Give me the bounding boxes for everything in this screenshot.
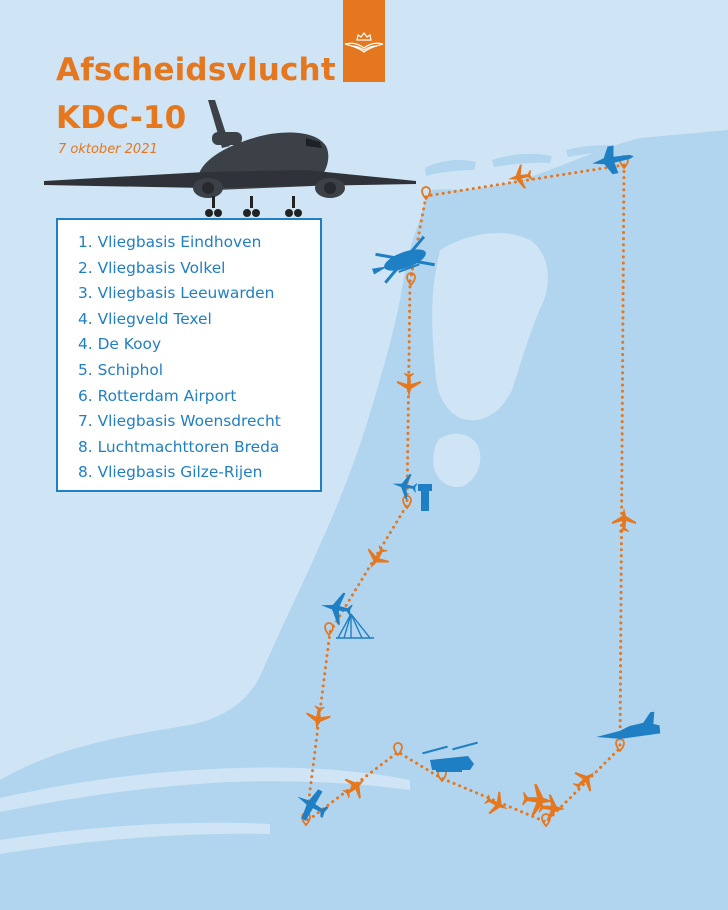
- netherlands-land: [0, 130, 728, 910]
- legend-item: 7. Vliegbasis Woensdrecht: [78, 412, 281, 431]
- legend-item: 2. Vliegbasis Volkel: [78, 258, 226, 277]
- legend-item: 6. Rotterdam Airport: [78, 386, 237, 405]
- plane-direction-icon: [306, 705, 331, 730]
- legend-item: 5. Schiphol: [78, 360, 164, 379]
- wadden-island-2: [492, 153, 552, 167]
- wadden-island-1: [425, 160, 476, 176]
- legend-item: 4. Vliegveld Texel: [78, 309, 212, 328]
- plane-direction-icon: [508, 164, 533, 189]
- flight-date: 7 oktober 2021: [58, 142, 158, 157]
- poster-title: Afscheidsvlucht: [56, 52, 336, 88]
- zeeland-water-1: [0, 767, 410, 812]
- legend-item: 8. Luchtmachttoren Breda: [78, 437, 280, 456]
- plane-direction-icon: [367, 545, 390, 569]
- legend-item: 1. Vliegbasis Eindhoven: [78, 233, 262, 251]
- chinook-icon: [422, 741, 478, 772]
- ijsselmeer: [432, 233, 548, 421]
- poster-subtitle: KDC-10: [56, 100, 187, 136]
- fighter-jet-icon: [592, 145, 634, 175]
- kdc10-aircraft: [44, 100, 416, 217]
- legend-item: 3. Vliegbasis Leeuwarden: [78, 284, 275, 303]
- plane-direction-icon: [397, 373, 421, 397]
- helicopter-icon: [372, 235, 435, 284]
- legend-item: 4. De Kooy: [78, 335, 162, 354]
- control-tower-icon: [418, 484, 432, 511]
- zeeland-water-2: [0, 822, 270, 854]
- route-legend: 1. Vliegbasis Eindhoven 2. Vliegbasis Vo…: [56, 218, 322, 492]
- plane-formation-icon: [521, 784, 566, 821]
- air-force-emblem-icon: [344, 32, 384, 53]
- markermeer: [433, 433, 481, 488]
- plane-direction-icon: [612, 508, 636, 532]
- wadden-island-3: [566, 145, 618, 157]
- plane-direction-icon: [572, 772, 595, 792]
- passenger-plane-icon: [392, 474, 418, 500]
- propeller-plane-icon: [297, 789, 329, 821]
- plane-direction-icon: [342, 778, 365, 799]
- plane-direction-icon: [484, 791, 508, 815]
- legend-item: 8. Vliegbasis Gilze-Rijen: [78, 463, 263, 482]
- bridge-icon: [336, 613, 374, 639]
- air-force-logo: [343, 0, 385, 82]
- fighter-jet-icon: [596, 711, 661, 739]
- passenger-plane-icon: [321, 592, 353, 625]
- legend-list: 1. Vliegbasis Eindhoven 2. Vliegbasis Vo…: [58, 220, 320, 486]
- flight-route: [304, 163, 626, 826]
